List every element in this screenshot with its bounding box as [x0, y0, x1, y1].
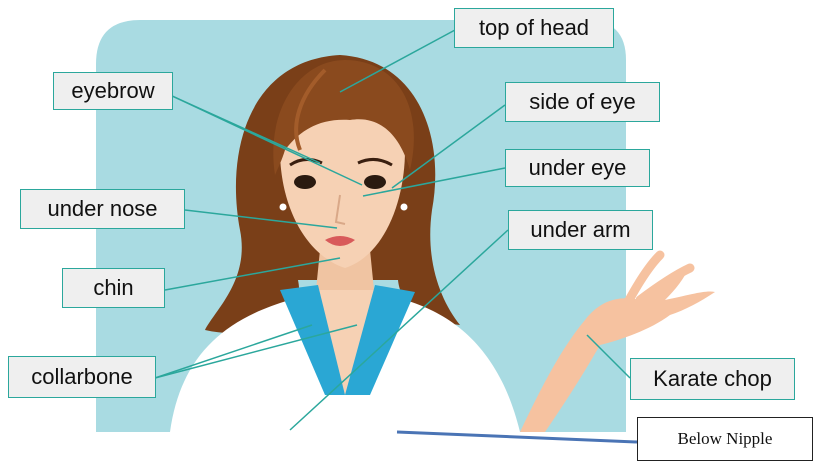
label-collarbone: collarbone: [8, 356, 156, 398]
label-karate-chop: Karate chop: [630, 358, 795, 400]
left-earring: [280, 204, 287, 211]
label-chin: chin: [62, 268, 165, 308]
below-nipple-connector: [397, 432, 637, 442]
label-eyebrow: eyebrow: [53, 72, 173, 110]
label-under-nose: under nose: [20, 189, 185, 229]
label-top-of-head: top of head: [454, 8, 614, 48]
right-eye: [364, 175, 386, 189]
label-below-nipple: Below Nipple: [637, 417, 813, 461]
left-eye: [294, 175, 316, 189]
label-side-of-eye: side of eye: [505, 82, 660, 122]
label-under-eye: under eye: [505, 149, 650, 187]
label-under-arm: under arm: [508, 210, 653, 250]
right-earring: [401, 204, 408, 211]
